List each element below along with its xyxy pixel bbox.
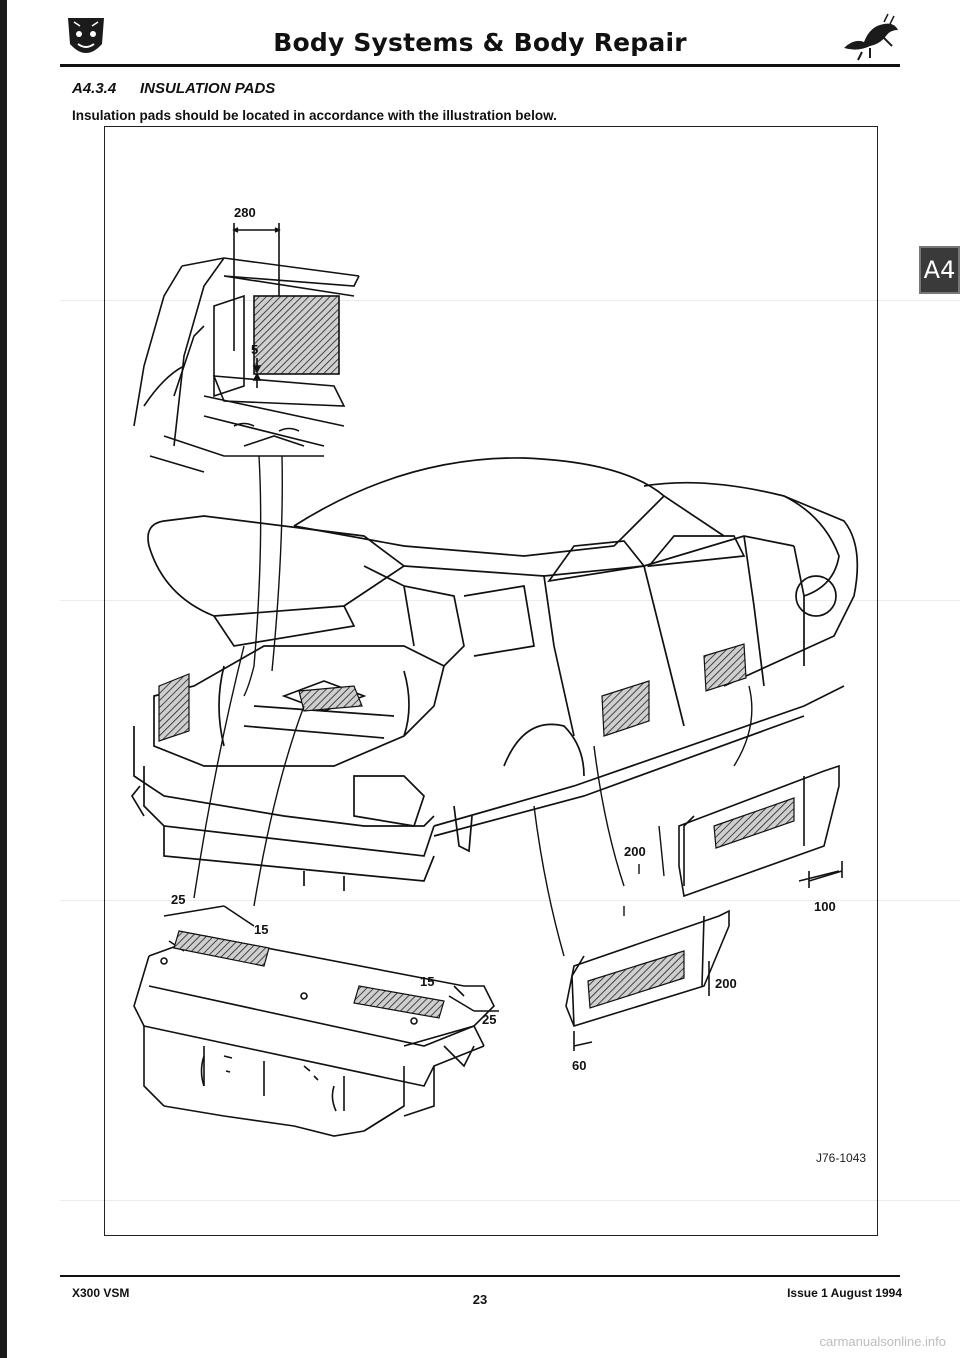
dim-rear-right-gap: 15 [420, 974, 434, 989]
pad-rear-panel-left [173, 930, 270, 967]
pad-boot-floor [298, 685, 363, 712]
boot-inset-detail [133, 223, 360, 473]
pad-rear-door-detail [587, 950, 685, 1009]
dim-rear-right-inset: 25 [482, 1012, 496, 1027]
leader-rear-panel-edge [253, 705, 305, 907]
dim-front-door-side: 100 [814, 899, 836, 914]
dim-rear-door-side: 60 [572, 1058, 586, 1073]
rear-panel-inset-detail [133, 905, 499, 1137]
leader-rear-door [533, 805, 565, 957]
leader-front-door [593, 745, 665, 887]
scan-line [60, 900, 960, 901]
scan-line [60, 1200, 960, 1201]
section-heading: A4.3.4 INSULATION PADS [72, 80, 275, 97]
page-title: Body Systems & Body Repair [273, 28, 687, 57]
chapter-tab[interactable]: A4 [919, 246, 960, 294]
footer-manual-code: X300 VSM [72, 1286, 130, 1300]
pad-rear-door [601, 680, 650, 737]
binding-edge [0, 0, 7, 1358]
pad-boot-side [158, 673, 190, 742]
leader-boot [243, 455, 262, 697]
leaping-jaguar-logo-icon [844, 13, 898, 61]
pad-front-door-detail [713, 797, 795, 849]
watermark[interactable]: carmanualsonline.info [819, 1334, 946, 1349]
leader-front-door-upper [733, 685, 753, 767]
leader-boot-edge [271, 455, 283, 672]
footer-rule [60, 1275, 900, 1277]
figure-reference: J76-1043 [816, 1151, 866, 1165]
pad-rear-panel-right [353, 985, 445, 1019]
dim-rear-door-top: 200 [715, 976, 737, 991]
pad-front-door [703, 643, 747, 692]
section-number: A4.3.4 [72, 80, 117, 97]
rear-door-detail [565, 909, 730, 1051]
dim-boot-width: 280 [234, 205, 256, 220]
jaguar-head-logo-icon [68, 18, 104, 53]
figure-frame [104, 126, 878, 1236]
page-number: 23 [472, 1292, 488, 1307]
car-body-shell [130, 457, 859, 891]
header-rule [60, 64, 900, 67]
scan-line [60, 600, 960, 601]
insulation-pads-illustration: 280 5 [130, 205, 866, 1165]
dim-front-door-top: 200 [624, 844, 646, 859]
dim-rear-left-inset: 25 [171, 892, 185, 907]
leader-rear-panel [193, 645, 245, 899]
dim-rear-left-gap: 15 [254, 922, 268, 937]
intro-text: Insulation pads should be located in acc… [72, 108, 557, 123]
front-door-detail [678, 764, 843, 898]
scan-line [60, 300, 960, 301]
footer-issue-date: Issue 1 August 1994 [787, 1286, 902, 1300]
dim-boot-gap: 5 [251, 342, 258, 357]
section-title: INSULATION PADS [140, 80, 276, 97]
